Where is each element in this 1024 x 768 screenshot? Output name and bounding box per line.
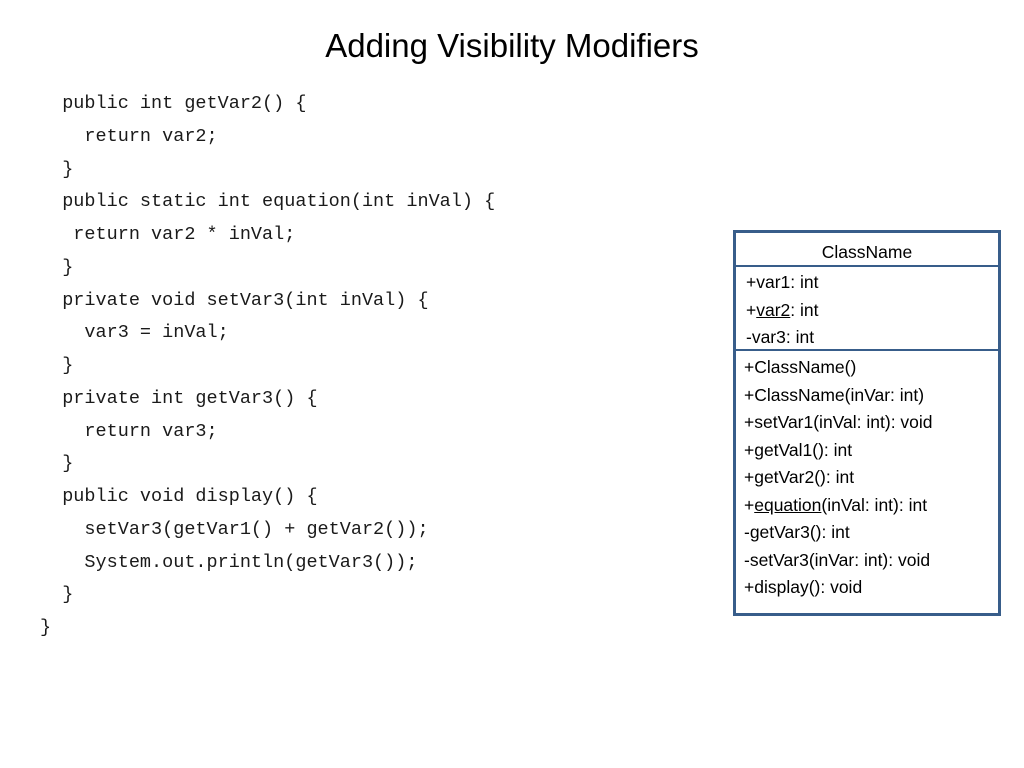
attribute-type: : int bbox=[790, 299, 819, 320]
uml-operation-getvar3: -getVar3(): int bbox=[744, 522, 850, 542]
code-line: return var2 * inVal; bbox=[40, 224, 296, 245]
attribute-type: : int bbox=[790, 272, 819, 292]
uml-operation-equation: +equation(inVal: int): int bbox=[744, 492, 998, 520]
code-line: public static int equation(int inVal) { bbox=[40, 191, 496, 213]
code-line: } bbox=[40, 256, 74, 278]
static-operation-name: equation bbox=[754, 494, 822, 515]
uml-operation-setvar3: -setVar3(inVar: int): void bbox=[744, 549, 931, 570]
uml-operation-getval1: +getVal1(): int bbox=[744, 439, 853, 460]
uml-operation-display: +display(): void bbox=[744, 577, 863, 597]
code-line: } bbox=[40, 355, 74, 376]
code-block: public int getVar2() { return var2; } pu… bbox=[40, 88, 680, 645]
attribute-type: : int bbox=[785, 327, 815, 347]
static-attribute-name: var2 bbox=[756, 299, 791, 320]
code-line: private void setVar3(int inVal) { bbox=[40, 289, 429, 311]
uml-attribute-var1: +var1: int bbox=[746, 269, 998, 297]
code-line: System.out.println(getVar3()); bbox=[40, 551, 418, 573]
code-line: public void display() { bbox=[40, 486, 318, 507]
uml-operation-constructor-with-arg: +ClassName(inVar: int) bbox=[744, 384, 925, 405]
operation-signature: (inVal: int): int bbox=[821, 494, 928, 515]
code-line: setVar3(getVar1() + getVar2()); bbox=[40, 518, 429, 540]
slide-title: Adding Visibility Modifiers bbox=[325, 27, 699, 64]
uml-attributes-section: +var1: int +var2: int -var3: int bbox=[736, 267, 998, 351]
attribute-name: var1 bbox=[756, 272, 791, 292]
visibility-marker: - bbox=[746, 327, 752, 347]
visibility-marker: + bbox=[744, 494, 755, 515]
visibility-marker: + bbox=[746, 272, 757, 292]
code-line: public int getVar2() { bbox=[40, 93, 307, 114]
code-line: } bbox=[40, 453, 74, 475]
uml-operation-constructor: +ClassName() bbox=[744, 357, 857, 377]
uml-operation-getvar2: +getVar2(): int bbox=[744, 467, 855, 487]
code-line: } bbox=[40, 158, 74, 180]
uml-attribute-var3: -var3: int bbox=[746, 324, 998, 352]
uml-class-name: ClassName bbox=[736, 233, 998, 267]
uml-attribute-var2: +var2: int bbox=[746, 297, 998, 325]
uml-operation-setvar1: +setVar1(inVal: int): void bbox=[744, 412, 933, 432]
code-line: } bbox=[40, 584, 74, 606]
code-line: } bbox=[40, 617, 52, 638]
code-line: var3 = inVal; bbox=[40, 322, 229, 344]
code-line: return var2; bbox=[40, 125, 218, 147]
code-line: return var3; bbox=[40, 420, 218, 442]
uml-class-diagram: ClassName +var1: int +var2: int -var3: i… bbox=[733, 230, 1001, 616]
uml-operations-section: +ClassName() +ClassName(inVar: int) +set… bbox=[736, 351, 998, 602]
code-line: private int getVar3() { bbox=[40, 387, 318, 409]
visibility-marker: + bbox=[746, 299, 757, 320]
attribute-name: var3 bbox=[751, 327, 786, 347]
